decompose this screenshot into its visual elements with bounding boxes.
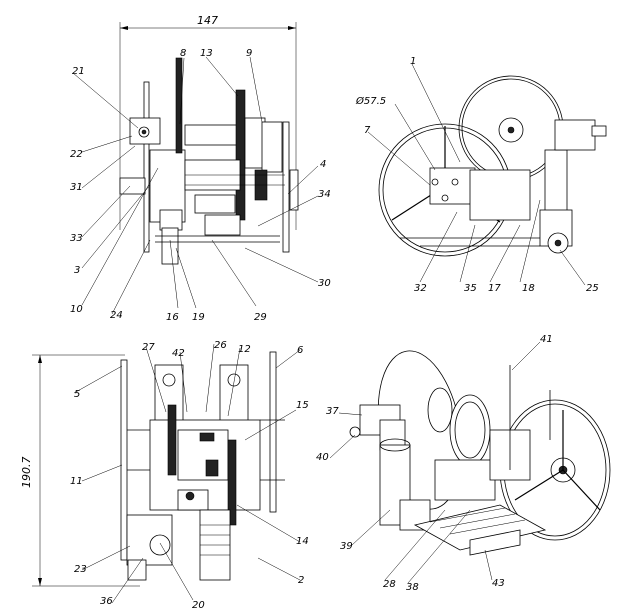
label-34: 34 — [318, 189, 331, 200]
side-view — [378, 75, 607, 257]
label-37: 37 — [326, 406, 339, 417]
dimension-width-label: 147 — [197, 14, 218, 27]
label-14: 14 — [296, 536, 309, 547]
top-view: 190.7 — [20, 351, 285, 587]
label-35: 35 — [464, 283, 477, 294]
label-38: 38 — [406, 582, 419, 593]
label-9: 9 — [246, 48, 252, 59]
label-33: 33 — [70, 233, 83, 244]
label-39: 39 — [340, 541, 353, 552]
label-40: 40 — [316, 452, 329, 463]
label-10: 10 — [70, 304, 83, 315]
leader-lines — [72, 56, 586, 604]
label-24: 24 — [110, 310, 123, 321]
label-15: 15 — [296, 400, 309, 411]
label-2: 2 — [298, 575, 304, 586]
label-17: 17 — [488, 283, 501, 294]
label-4: 4 — [320, 159, 326, 170]
label-36: 36 — [100, 596, 113, 607]
label-28: 28 — [383, 579, 396, 590]
label-27: 27 — [142, 342, 155, 353]
label-3: 3 — [74, 265, 80, 276]
label-16: 16 — [166, 312, 179, 323]
dimension-height-label: 190.7 — [20, 457, 33, 489]
label-1: 1 — [410, 56, 416, 67]
label-7: 7 — [364, 125, 371, 136]
label-23: 23 — [74, 564, 87, 575]
isometric-view — [349, 350, 611, 556]
label-25: 25 — [586, 283, 599, 294]
label-11: 11 — [70, 476, 83, 487]
dimension-height: 190.7 — [20, 354, 140, 587]
dimension-width: 147 — [119, 14, 297, 230]
label-22: 22 — [70, 149, 83, 160]
label-31: 31 — [70, 182, 83, 193]
label-41: 41 — [540, 334, 553, 345]
label-19: 19 — [192, 312, 205, 323]
label-26: 26 — [214, 340, 227, 351]
label-6: 6 — [297, 345, 303, 356]
label-18: 18 — [522, 283, 535, 294]
label-12: 12 — [238, 344, 251, 355]
label-13: 13 — [200, 48, 213, 59]
label-8: 8 — [180, 48, 186, 59]
diameter-label: Ø57.5 — [355, 95, 386, 107]
label-42: 42 — [172, 348, 185, 359]
label-29: 29 — [254, 312, 267, 323]
front-view: 147 — [119, 14, 299, 265]
label-5: 5 — [74, 389, 80, 400]
label-32: 32 — [414, 283, 427, 294]
label-30: 30 — [318, 278, 331, 289]
part-labels: 21 22 31 33 3 10 24 16 19 29 30 34 4 8 1… — [70, 48, 599, 611]
label-21: 21 — [72, 66, 85, 77]
label-43: 43 — [492, 578, 505, 589]
label-20: 20 — [192, 600, 205, 611]
